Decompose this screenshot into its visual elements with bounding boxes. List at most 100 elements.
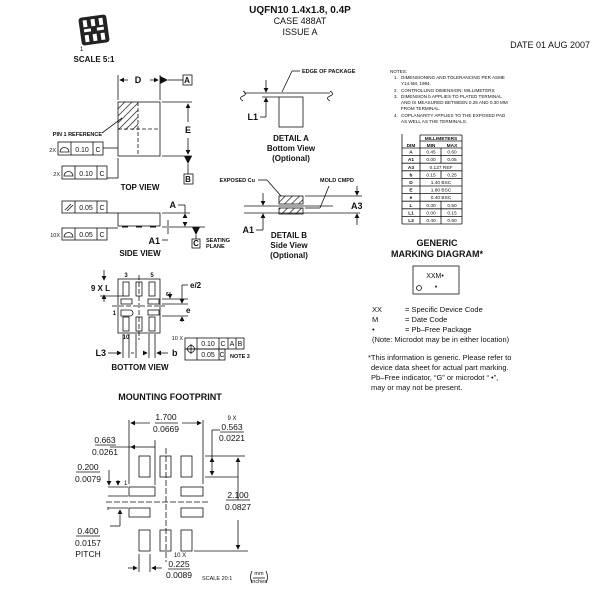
drawing-label: TOP VIEW [121,183,160,192]
drawing-label: GENERIC [416,238,458,248]
table-cell: 0.00 [426,210,436,216]
mounting-footprint: MOUNTING FOOTPRINT 1.700 0.0669 0.663 0.… [75,392,268,585]
table-cell: 0.127 REF [430,165,453,171]
drawing-label: 0.0827 [225,502,251,512]
drawing-label: E [185,125,191,135]
drawing-label: 0.0157 [75,538,101,548]
drawing-label: SCALE 20:1 [202,576,232,582]
drawing-label: SCALE 5:1 [74,55,115,64]
table-cell: 0.15 [447,210,457,216]
table-cell: L3 [408,218,414,224]
drawing-label: 2.100 [227,490,249,500]
drawing-label: (Optional) [272,154,310,163]
drawing-label: XX [372,305,382,314]
drawing-label: 6 [166,292,169,298]
table-cell: e [410,196,413,201]
drawing-label: 1 [113,311,117,317]
drawing-label: A1 [242,225,254,235]
drawing-label: 0.0221 [219,433,245,443]
drawing-label: = Pb–Free Package [405,325,472,334]
drawing-label: 0.225 [168,559,190,569]
drawing-label: 3 [124,273,128,279]
drawing-label: Y14.5M, 1994. [401,81,431,86]
drawing-label: DIMENSION b APPLIES TO PLATED TERMINAL [401,94,502,99]
drawing-label: C [99,232,104,239]
drawing-label: MAX [447,143,458,149]
table-cell: 0.05 [447,157,457,163]
drawing-label: 9 X [227,416,236,422]
drawing-label: 0.200 [77,462,99,472]
drawing-label: SEATING [206,238,230,244]
drawing-label: A1 [148,236,160,246]
drawing-label: NOTES: [390,69,407,74]
drawing-label: 0.663 [94,435,116,445]
table-cell: b [410,172,413,178]
drawing-label: FROM TERMINAL. [401,106,440,111]
drawing-label: A3 [351,201,363,211]
drawing-label: L3 [95,348,106,358]
drawing-label: XXM• [426,273,444,280]
table-cell: A [409,150,413,156]
issue: ISSUE A [282,27,317,37]
drawing-label: 0.10 [75,147,89,154]
drawing-label: 0.10 [201,341,215,348]
drawing-label: inches [251,579,267,585]
drawing-label: A [170,200,177,210]
table-cell: 0.60 [447,150,457,156]
drawing-label: CONTROLLING DIMENSION: MILLIMETERS [401,88,495,93]
bottom-view: 3 5 1 6 10 9 X L e/2 e L3 b BOTTOM VIEW … [91,270,250,372]
drawing-label: 1. [394,75,398,80]
drawing-label: MILLIMETERS [425,136,458,142]
drawing-label: 0.400 [77,526,99,536]
drawing-label: • [435,284,438,291]
drawing-label: e [186,306,191,315]
drawing-label: NOTE 3 [230,354,250,360]
drawing-label: e/2 [190,281,202,290]
table-cell: 0.15 [426,172,436,178]
position-tolerance: 10 X 0.10 C A B 0.05 C NOTE 3 [172,336,250,361]
drawing-label: 2X [49,148,56,154]
drawing-label: Bottom View [267,144,316,153]
table-cell: 0.30 [426,203,436,209]
drawing-label: A [184,76,190,85]
drawing-label: DETAIL A [273,134,309,143]
table-cell: 1.80 BSC [431,188,452,194]
notes: NOTES: 1.DIMENSIONING AND TOLERANCING PE… [390,69,508,124]
drawing-label: C [220,341,225,348]
drawing-label: C [99,171,104,178]
drawing-label: 0.05 [79,232,93,239]
drawing-label: MIN [427,143,436,149]
drawing-label: 0.563 [221,422,243,432]
table-cell: 1.40 BSC [431,180,452,186]
drawing-label: = Specific Device Code [405,305,483,314]
date: DATE 01 AUG 2007 [510,40,590,50]
drawing-label: L1 [247,112,258,122]
drawing-label: MOUNTING FOOTPRINT [118,392,222,402]
drawing-label: (Optional) [270,251,308,260]
table-cell: 0.45 [426,150,436,156]
drawing-label: (Note: Microdot may be in either locatio… [372,335,510,344]
drawing-label: B [238,341,243,348]
drawing-label: C [99,205,104,212]
package-icon: 1 SCALE 5:1 [74,14,115,64]
detail-b: EXPOSED Cu MOLD CMPD A3 A1 DETAIL B Side… [220,178,363,260]
drawing-label: EXPOSED Cu [220,178,255,184]
drawing-label: B [185,175,191,184]
drawing-label: 2. [394,88,398,93]
table-cell: 0.60 [447,218,457,224]
drawing-label: Pb–Free indicator, “G” or microdot “ •”, [371,373,498,382]
drawing-label: 1 [80,47,84,53]
top-view: D A E B PIN 1 REFERENCE TOP VIEW 2X 0.10… [49,74,194,192]
table-cell: 0.50 [447,203,457,209]
marking-legend: XX= Specific Device Code M= Date Code •=… [368,305,511,392]
drawing-label: 5 [150,273,154,279]
table-cell: E [409,188,413,194]
drawing-label: device data sheet for actual part markin… [371,363,509,372]
footprint-pads [128,455,204,552]
drawing-label: AND IS MEASURED BETWEEN 0.25 AND 0.30 MM [401,100,508,105]
drawing-label: M [372,315,378,324]
